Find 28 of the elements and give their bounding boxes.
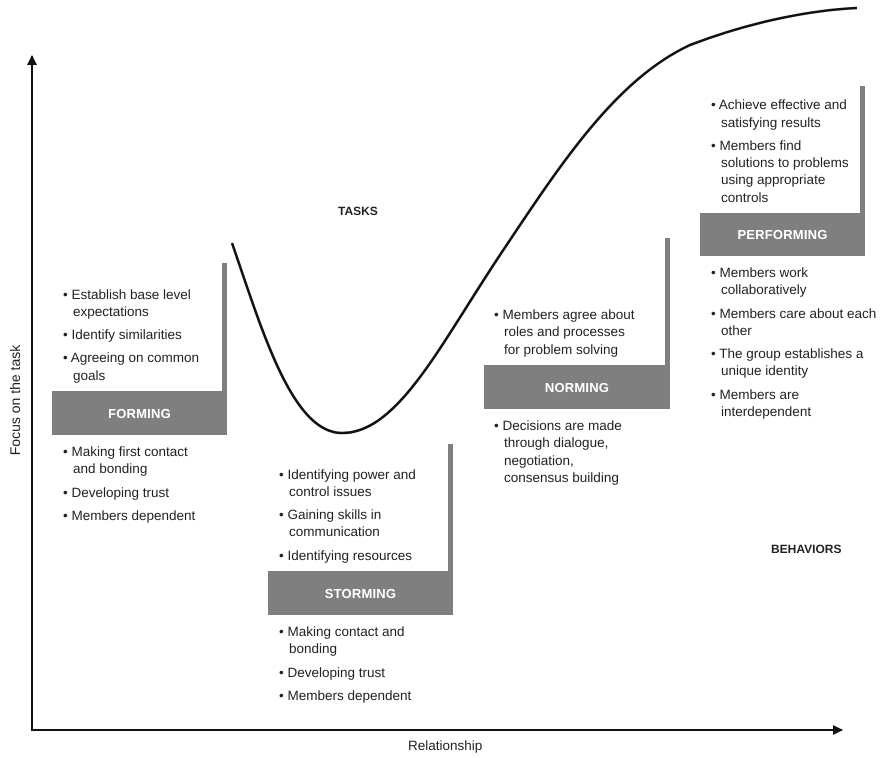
bullet-item: • Developing trust xyxy=(63,484,170,501)
bullet-item: • Identifying power and control issues xyxy=(279,466,417,500)
region-label: BEHAVIORS xyxy=(771,542,842,556)
bullet-item: • Members work collaboratively xyxy=(711,264,809,299)
bullet-item: • Making contact and bonding xyxy=(279,623,406,658)
stage-band: PERFORMING xyxy=(700,213,865,256)
region-label: TASKS xyxy=(338,204,378,218)
bullet-item: • Making first contact and bonding xyxy=(63,443,189,478)
bullet-item: • Members are interdependent xyxy=(711,386,812,420)
bullet-item: • Identify similarities xyxy=(63,326,183,344)
bullet-item: • Gaining skills in communication xyxy=(279,506,382,541)
axis-label: Relationship xyxy=(408,738,482,753)
bullet-item: • Members care about each other xyxy=(711,304,878,340)
stage-band: NORMING xyxy=(484,365,670,409)
bullet-item: • Members find solutions to problems using appropriate controls xyxy=(711,136,850,206)
bullet-item: • Agreeing on common goals xyxy=(63,349,200,384)
bullet-item: • The group establishes a unique identity xyxy=(711,345,864,380)
bullet-item: • Members dependent xyxy=(63,506,196,524)
stage-band: STORMING xyxy=(268,571,453,615)
bullet-item: • Members dependent xyxy=(279,686,412,704)
stage-band: FORMING xyxy=(52,391,227,435)
bullet-item: • Establish base level expectations xyxy=(63,286,192,320)
axis-label: Focus on the task xyxy=(7,344,23,458)
bullet-item: • Members agree about roles and processes for problem solving xyxy=(494,306,636,358)
bullet-item: • Achieve effective and satisfying results xyxy=(711,96,848,131)
bullet-item: • Developing trust xyxy=(279,664,386,681)
bullet-item: • Decisions are made through dialogue, negotiation, consensus building xyxy=(494,417,623,486)
bullet-item: • Identifying resources xyxy=(279,546,414,564)
